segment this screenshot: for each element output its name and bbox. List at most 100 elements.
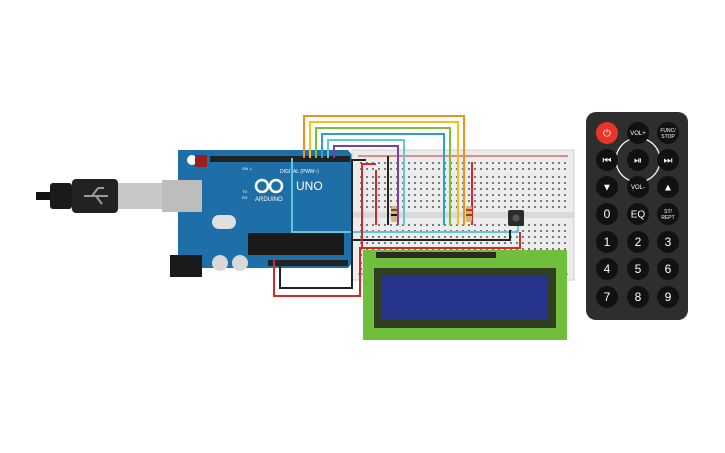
remote-button-label: 1	[604, 235, 611, 249]
remote-button-label: 3	[665, 235, 672, 249]
remote-button-circle	[596, 122, 618, 144]
usb-cable-boot	[50, 183, 72, 209]
remote-button-4[interactable]: 4	[596, 258, 618, 280]
remote-button-rewind[interactable]: ⏮	[596, 149, 618, 171]
remote-button-label: 4	[604, 262, 611, 276]
remote-button-circle	[596, 258, 618, 280]
remote-button-circle	[627, 122, 649, 144]
wire-blue[interactable]	[321, 133, 445, 225]
remote-button-label: REPT	[661, 215, 674, 221]
remote-button-label: VOL+	[630, 131, 646, 137]
remote-button-eq[interactable]: EQ	[627, 203, 649, 225]
resistor-band	[391, 214, 397, 216]
wire-yellow[interactable]	[309, 121, 459, 225]
remote-button-st-rept[interactable]: ST/REPT	[657, 203, 679, 225]
usb-b-port	[162, 180, 202, 212]
wire-green[interactable]	[315, 127, 451, 225]
remote-button-circle	[657, 258, 679, 280]
remote-button-circle	[657, 203, 679, 225]
rx-label: RX	[242, 195, 248, 200]
remote-button-circle	[627, 231, 649, 253]
remote-button-circle	[627, 176, 649, 198]
remote-button-func-stop[interactable]: FUNC/STOP	[657, 122, 679, 144]
remote-button-9[interactable]: 9	[657, 286, 679, 308]
remote-button-3[interactable]: 3	[657, 231, 679, 253]
atmega-chip	[248, 233, 344, 255]
remote-button-label: EQ	[631, 210, 646, 221]
l-label: L	[250, 166, 253, 171]
remote-button-label: ST/	[664, 209, 672, 215]
remote-button-2[interactable]: 2	[627, 231, 649, 253]
remote-button-8[interactable]: 8	[627, 286, 649, 308]
remote-button-label: 5	[635, 262, 642, 276]
lcd-screen	[382, 276, 548, 320]
remote-button-label: 6	[665, 262, 672, 276]
resistor-1[interactable]	[391, 206, 397, 222]
dc-power-jack	[170, 255, 202, 277]
capacitor-1	[212, 255, 228, 271]
remote-button-circle	[627, 203, 649, 225]
remote-button-label: 9	[665, 290, 672, 304]
remote-button-label: VOL-	[631, 185, 645, 191]
remote-button-1[interactable]: 1	[596, 231, 618, 253]
remote-button-up[interactable]: ▲	[657, 176, 679, 198]
remote-button-7[interactable]: 7	[596, 286, 618, 308]
remote-button-6[interactable]: 6	[657, 258, 679, 280]
arduino-logo-text: ARDUINO	[255, 197, 283, 203]
remote-button-vol-up[interactable]: VOL+	[627, 122, 649, 144]
remote-button-circle	[596, 149, 618, 171]
digital-header	[210, 156, 350, 162]
jumper-wires[interactable]	[273, 115, 521, 297]
remote-button-circle	[657, 286, 679, 308]
wire-orange[interactable]	[303, 115, 465, 225]
remote-buttons: ⏻ VOL+ FUNC/STOP ⏮ ⏯ ⏭ ▼ VOL- ▲ 0 EQ ST/REPT 1 2 3 4 5 6 7…	[596, 122, 679, 308]
remote-button-label: 7	[604, 290, 611, 304]
remote-button-circle	[627, 258, 649, 280]
wire-black-gnd[interactable]	[279, 230, 511, 289]
wire-black-rail[interactable]	[351, 159, 366, 240]
remote-button-label: ▼	[602, 183, 612, 194]
remote-button-down[interactable]: ▼	[596, 176, 618, 198]
usb-plug-metal	[118, 183, 162, 209]
on-label: ON	[242, 166, 248, 171]
remote-button-circle	[657, 231, 679, 253]
remote-button-power[interactable]: ⏻	[596, 122, 618, 144]
remote-button-circle	[657, 149, 679, 171]
remote-button-circle	[627, 149, 649, 171]
lcd-header-pins	[376, 252, 496, 258]
remote-button-label: ⏮	[603, 156, 612, 167]
remote-button-label: ▲	[663, 183, 673, 194]
wire-purple[interactable]	[333, 145, 399, 225]
remote-button-0[interactable]: 0	[596, 203, 618, 225]
power-header-label: POWER	[282, 270, 301, 276]
remote-button-vol-down[interactable]: VOL-	[627, 176, 649, 198]
remote-button-5[interactable]: 5	[627, 258, 649, 280]
remote-button-circle	[596, 286, 618, 308]
wire-red-5v[interactable]	[273, 232, 521, 297]
remote-button-label: 8	[635, 290, 642, 304]
wire-cyan[interactable]	[327, 139, 405, 225]
arduino-model-text: UNO	[296, 179, 323, 193]
crystal-oscillator	[212, 215, 236, 229]
remote-button-circle	[596, 176, 618, 198]
ir-receiver[interactable]	[508, 210, 524, 226]
remote-button-fast-forward[interactable]: ⏭	[657, 149, 679, 171]
remote-button-play-pause[interactable]: ⏯	[627, 149, 649, 171]
mounting-hole	[187, 155, 197, 165]
lcd-display[interactable]	[363, 250, 567, 340]
resistor-band	[391, 209, 397, 211]
resistor-2[interactable]	[466, 206, 472, 222]
ir-remote[interactable]: ⏻ VOL+ FUNC/STOP ⏮ ⏯ ⏭ ▼ VOL- ▲ 0 EQ ST/REPT 1 2 3 4 5 6 7…	[586, 112, 688, 320]
remote-button-label: ⏭	[664, 156, 673, 167]
arduino-uno-board[interactable]: ARDUINO UNO DIGITAL (PWM~) POWER ANALOG …	[162, 150, 356, 277]
resistor-band	[466, 209, 472, 211]
remote-button-label: ⏯	[634, 156, 642, 167]
wire-red-rail[interactable]	[361, 163, 376, 248]
usb-symbol-icon	[84, 187, 108, 205]
remote-button-label: 2	[635, 235, 642, 249]
usb-cable[interactable]	[36, 179, 162, 213]
remote-button-circle	[596, 203, 618, 225]
reset-button[interactable]	[195, 155, 207, 167]
resistor-band	[466, 214, 472, 216]
